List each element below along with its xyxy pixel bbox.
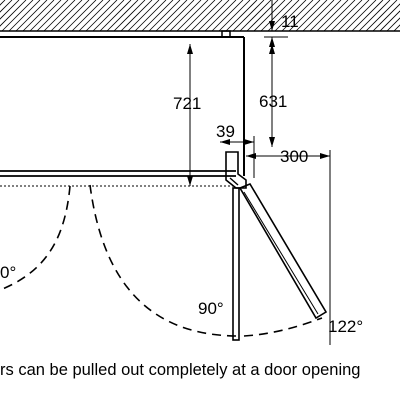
hatch-line: [316, 0, 349, 32]
hatch-line: [29, 0, 62, 32]
hatch-line: [393, 24, 400, 32]
hatch-line: [1, 0, 34, 32]
hatch-line: [211, 0, 244, 32]
hatch-line: [323, 0, 356, 32]
dim-clearance-label: 300: [280, 147, 308, 166]
hatch-line: [246, 0, 279, 32]
hatch-line: [190, 0, 223, 32]
hatch-line: [64, 0, 97, 32]
hatch-line: [288, 0, 321, 32]
hatch-line: [43, 0, 76, 32]
hatch-line: [120, 0, 153, 32]
dim-top-gap-label: 11: [281, 12, 299, 31]
hatch-line: [232, 0, 265, 32]
hatch-line: [337, 0, 370, 32]
caption-text: rs can be pulled out completely at a doo…: [0, 361, 361, 379]
hatch-line: [113, 0, 146, 32]
dim-depth-right: 631: [259, 44, 287, 147]
hatch-line: [183, 0, 216, 32]
door-open-122: [238, 183, 328, 320]
hatch-line: [197, 0, 230, 32]
dim-depth-left: 721: [173, 44, 201, 186]
hatch-line: [358, 0, 391, 32]
door-swing-arcs: [0, 184, 323, 337]
hatch-line: [0, 0, 27, 27]
hatch-line: [36, 0, 69, 32]
appliance-body: [0, 30, 245, 187]
hatch-line: [141, 0, 174, 32]
hatch-line: [225, 0, 258, 32]
dim-door-offset: 39: [216, 122, 255, 178]
hatch-line: [281, 0, 314, 32]
angle-left-label: 0°: [0, 263, 16, 282]
hatch-line: [386, 17, 400, 32]
hatch-line: [15, 0, 48, 32]
hatch-line: [99, 0, 132, 32]
hatch-line: [0, 0, 20, 20]
angle-90-label: 90°: [198, 299, 224, 318]
hatch-line: [344, 0, 377, 32]
hatch-line: [330, 0, 363, 32]
hatch-line: [260, 0, 293, 32]
hatch-line: [295, 0, 328, 32]
hatch-line: [106, 0, 139, 32]
door-open-90: [232, 187, 240, 341]
hatch-line: [218, 0, 251, 32]
hatch-line: [253, 0, 286, 32]
dim-top-gap: 11: [264, 0, 299, 50]
hatch-line: [50, 0, 83, 32]
dim-door-offset-label: 39: [216, 122, 235, 141]
ceiling-hatch: [0, 0, 400, 32]
angle-122-label: 122°: [328, 317, 363, 336]
hatch-line: [127, 0, 160, 32]
hatch-line: [78, 0, 111, 32]
hatch-line: [204, 0, 237, 32]
hatch-line: [302, 0, 335, 32]
hatch-line: [71, 0, 104, 32]
hatch-line: [372, 3, 400, 32]
hatch-line: [92, 0, 125, 32]
hatch-line: [22, 0, 55, 32]
dim-depth-right-label: 631: [259, 92, 287, 111]
hatch-line: [239, 0, 272, 32]
hatch-line: [155, 0, 188, 32]
hatch-line: [351, 0, 384, 32]
hatch-line: [148, 0, 181, 32]
dim-clearance: 300: [246, 147, 331, 345]
hatch-line: [365, 0, 398, 32]
hatch-line: [309, 0, 342, 32]
hatch-line: [176, 0, 209, 32]
dim-depth-left-label: 721: [173, 94, 201, 113]
hatch-line: [274, 0, 307, 32]
hatch-line: [134, 0, 167, 32]
hatch-line: [162, 0, 195, 32]
door-hinge: [225, 151, 247, 189]
hatch-line: [85, 0, 118, 32]
hatch-line: [57, 0, 90, 32]
hatch-line: [8, 0, 41, 32]
hatch-line: [169, 0, 202, 32]
hatch-line: [0, 0, 13, 13]
hatch-line: [379, 10, 400, 32]
